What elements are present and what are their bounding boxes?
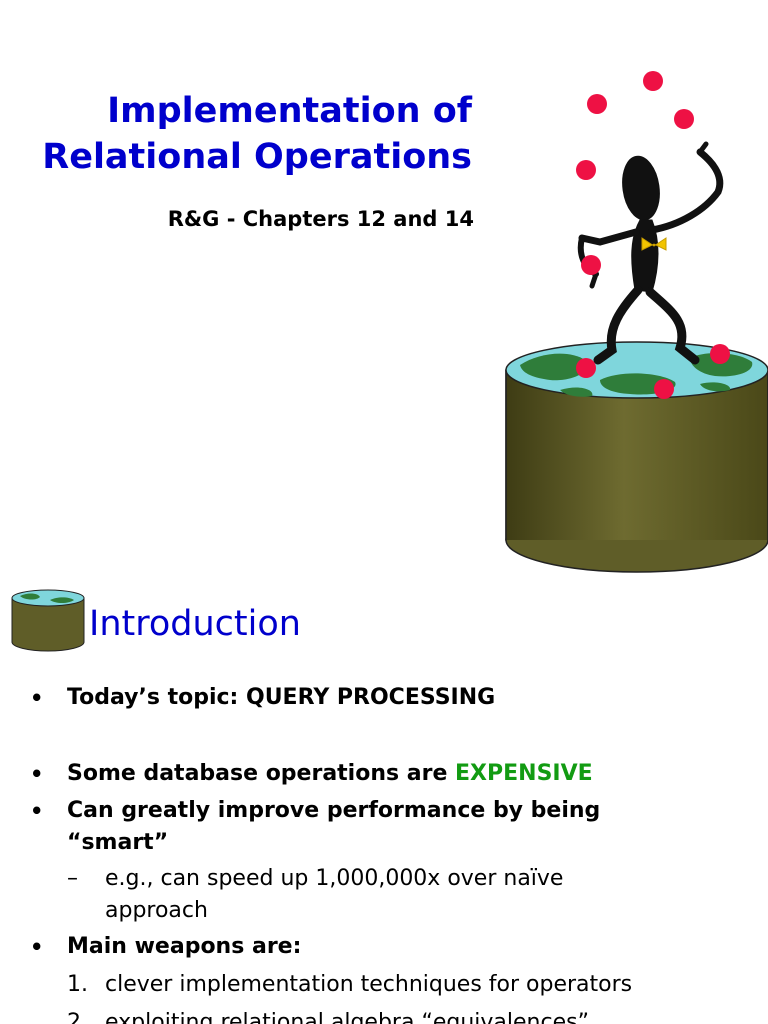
bullet-text-prefix: Some database operations are xyxy=(67,761,456,786)
sub-bullet-text: e.g., can speed up 1,000,000x over naïve… xyxy=(105,866,564,923)
bullet-icon: • xyxy=(30,799,44,823)
expensive-highlight: EXPENSIVE xyxy=(455,761,593,786)
slide-subtitle: R&G - Chapters 12 and 14 xyxy=(167,207,474,231)
numbered-item-text: clever implementation techniques for ope… xyxy=(105,972,633,997)
slide-title: Implementation of Relational Operations xyxy=(42,91,472,177)
introduction-slide: Introduction • Today’s topic: QUERY PROC… xyxy=(0,576,768,1024)
bullet-icon: • xyxy=(30,686,44,710)
item-number: 1. xyxy=(67,972,88,997)
bow-tie-icon xyxy=(641,237,667,251)
bullet-text: Today’s topic: QUERY PROCESSING xyxy=(67,685,496,710)
juggler-on-database-illustration xyxy=(505,71,768,573)
juggler-figure-icon xyxy=(577,141,724,365)
slide-title: Introduction xyxy=(89,604,301,644)
bullet-icon: • xyxy=(30,935,44,959)
bullet-text: Main weapons are: xyxy=(67,934,302,959)
database-cylinder-icon xyxy=(11,589,85,652)
bullet-text: Some database operations are EXPENSIVE xyxy=(67,758,727,790)
bullet-text: Can greatly improve performance by being… xyxy=(67,798,601,855)
numbered-item-text: exploiting relational algebra “equivalen… xyxy=(105,1010,589,1024)
juggling-balls-icon xyxy=(576,71,730,399)
title-slide: Implementation of Relational Operations … xyxy=(42,71,768,573)
item-number: 2. xyxy=(67,1010,88,1024)
dash-icon: – xyxy=(67,866,78,891)
bullet-icon: • xyxy=(30,762,44,786)
